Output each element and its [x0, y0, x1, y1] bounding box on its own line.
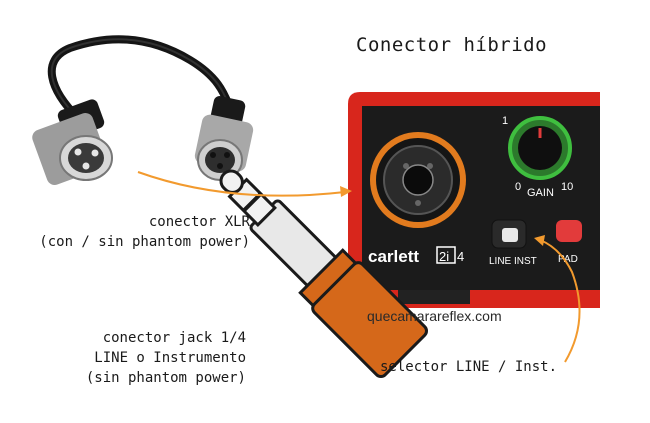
xlr-male-connector — [32, 99, 113, 185]
gain-max-label: 10 — [561, 181, 573, 193]
label-selector: selector LINE / Inst. — [380, 359, 558, 375]
label-jack: conector jack 1/4 LINE o Instrumento (si… — [40, 328, 246, 388]
label-xlr-line-2: (con / sin phantom power) — [39, 234, 250, 250]
watermark-text: quecamarareflex.com — [367, 308, 502, 324]
model-text-left: 2i — [439, 249, 449, 264]
diagram-title: Conector híbrido — [356, 34, 548, 56]
label-jack-line-1: conector jack 1/4 — [102, 330, 246, 346]
audio-interface-device: carlett 2i 4 1 0 GAIN 10 LINE INST PAD — [348, 92, 600, 308]
arrow-xlr — [137, 171, 352, 197]
arrow-selector — [534, 235, 581, 363]
brand-text: carlett — [368, 247, 419, 266]
label-xlr: conector XLR (con / sin phantom power) — [24, 212, 250, 252]
jack-plug-image — [219, 169, 429, 379]
hybrid-connector — [370, 132, 466, 228]
label-xlr-line-1: conector XLR — [148, 214, 250, 230]
label-jack-line-3: (sin phantom power) — [85, 370, 246, 386]
line-inst-label: LINE INST — [489, 256, 537, 267]
line-inst-button[interactable] — [491, 219, 527, 249]
label-jack-line-2: LINE o Instrumento — [94, 350, 246, 366]
xlr-cable-image — [32, 35, 254, 185]
model-text-right: 4 — [457, 249, 464, 264]
xlr-female-connector — [194, 96, 254, 181]
pad-label: PAD — [558, 254, 578, 265]
gain-top-tick: 1 — [502, 115, 508, 127]
gain-min-label: 0 — [515, 181, 521, 193]
gain-knob[interactable] — [508, 116, 572, 180]
pad-button[interactable] — [556, 220, 582, 242]
gain-label: GAIN — [527, 187, 554, 199]
